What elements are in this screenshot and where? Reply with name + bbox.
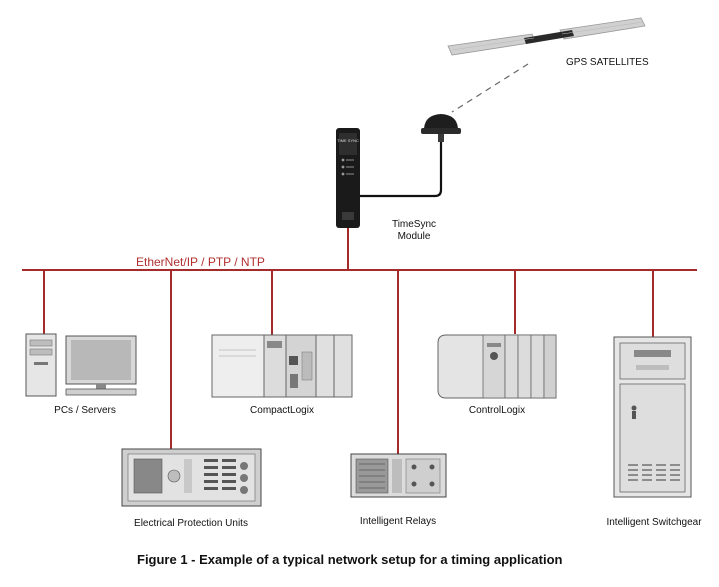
timesync-module-label-line2: Module — [397, 231, 431, 242]
intelligent-switchgear-label: Intelligent Switchgear — [606, 517, 702, 528]
timesync-module-icon: TIME SYNC — [336, 128, 360, 228]
protection-units-label: Electrical Protection Units — [134, 518, 248, 529]
controllogix-icon — [437, 334, 557, 399]
protection-unit-icon — [121, 448, 262, 507]
gps-antenna-icon — [421, 114, 461, 142]
satellite-icon — [447, 17, 646, 56]
compactlogix-icon — [211, 334, 353, 398]
pc-server-icon — [25, 333, 137, 397]
gps-signal-line — [451, 63, 529, 113]
gps-satellites-label: GPS SATELLITES — [566, 57, 649, 68]
timesync-module-label: TimeSync Module — [384, 219, 444, 243]
compactlogix-label: CompactLogix — [250, 405, 314, 416]
module-screen-text: TIME SYNC — [337, 138, 359, 143]
network-bus — [22, 228, 697, 455]
pcs-servers-label: PCs / Servers — [54, 405, 116, 416]
timesync-module-label-line1: TimeSync — [391, 219, 437, 230]
figure-caption: Figure 1 - Example of a typical network … — [137, 552, 563, 567]
antenna-cable — [358, 142, 443, 198]
intelligent-relay-icon — [350, 453, 447, 498]
controllogix-label: ControlLogix — [468, 405, 526, 416]
network-protocols-label: EtherNet/IP / PTP / NTP — [136, 255, 265, 269]
switchgear-icon — [613, 336, 692, 498]
intelligent-relays-label: Intelligent Relays — [359, 516, 437, 527]
